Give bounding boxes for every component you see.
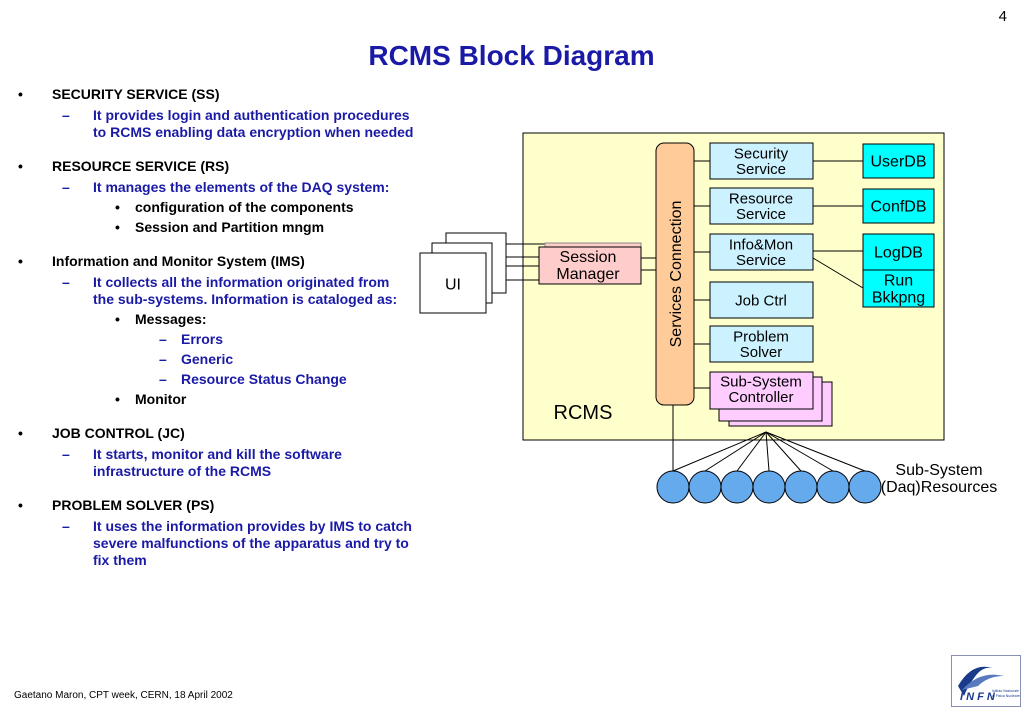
resource-node — [848, 470, 882, 504]
infn-logo-text: I N F N — [960, 691, 996, 703]
resource-node — [688, 470, 722, 504]
subsystem-controller-label: Controller — [728, 389, 793, 406]
controller-resource-link — [765, 431, 834, 472]
database-box — [862, 233, 935, 271]
service-label: Info&Mon — [729, 236, 793, 253]
section-item: It starts, monitor and kill the software… — [14, 446, 414, 480]
resource-node — [656, 470, 690, 504]
service-box — [709, 281, 814, 319]
section-item: It provides login and authentication pro… — [14, 107, 414, 141]
service-box — [709, 325, 814, 363]
database-label: Bkkpng — [872, 290, 925, 307]
footer: Gaetano Maron, CPT week, CERN, 18 April … — [14, 690, 233, 701]
item-text: It manages the elements of the DAQ syste… — [93, 179, 390, 195]
page-title: RCMS Block Diagram — [368, 40, 655, 71]
item-bullet: Session and Partition mngm — [115, 219, 414, 236]
outline-section: PROBLEM SOLVER (PS) It uses the informati… — [14, 497, 414, 569]
bullet-text: Messages: — [135, 311, 207, 327]
bullet-dash: Generic — [159, 351, 414, 368]
item-text: It provides login and authentication pro… — [93, 107, 414, 140]
services-connection-bus — [655, 142, 695, 406]
item-text: It collects all the information originat… — [93, 274, 398, 307]
controller-resource-link — [736, 431, 767, 472]
item-bullet: Monitor — [115, 391, 414, 408]
session-manager-label: Manager — [556, 266, 620, 283]
outline-section: Information and Monitor System (IMS) It c… — [14, 253, 414, 408]
section-item: It manages the elements of the DAQ syste… — [14, 179, 414, 236]
service-box — [709, 187, 814, 225]
service-db-link — [812, 257, 864, 289]
subsystem-controller-label: Sub-System — [720, 373, 802, 390]
controller-resource-link — [672, 431, 767, 472]
database-label: ConfDB — [870, 199, 926, 216]
resource-node — [784, 470, 818, 504]
controller-resource-link — [765, 431, 770, 472]
service-label: Service — [736, 206, 786, 223]
service-label: Problem — [733, 328, 789, 345]
section-heading: JOB CONTROL (JC) — [52, 425, 185, 441]
controller-resource-link — [765, 431, 802, 472]
service-box — [709, 233, 814, 271]
service-label: Job Ctrl — [735, 292, 787, 309]
section-heading: PROBLEM SOLVER (PS) — [52, 497, 215, 513]
session-manager-box — [538, 246, 642, 285]
database-box — [862, 143, 935, 179]
section-heading: RESOURCE SERVICE (RS) — [52, 158, 230, 174]
infn-logo-line-2: di Fisica Nucleare — [992, 694, 1020, 698]
infn-logo-graphic: I N F N Istituto Nazionale di Fisica Nuc… — [958, 666, 1020, 703]
bullet-dash: Resource Status Change — [159, 371, 414, 388]
database-label: UserDB — [870, 154, 926, 171]
database-label: LogDB — [874, 245, 923, 262]
section-item: It uses the information provides by IMS … — [14, 518, 414, 569]
service-label: Resource — [729, 190, 793, 207]
outline: SECURITY SERVICE (SS) It provides login a… — [14, 86, 414, 586]
services-connection-label: Services Connection — [668, 201, 685, 348]
service-label: Service — [736, 252, 786, 269]
section-heading: SECURITY SERVICE (SS) — [52, 86, 220, 102]
bullet-text: Session and Partition mngm — [135, 219, 325, 235]
section-heading: Information and Monitor System (IMS) — [52, 253, 305, 269]
bullet-text: Monitor — [135, 391, 187, 407]
database-label: Run — [884, 273, 913, 290]
database-box — [862, 269, 935, 308]
database-box — [862, 188, 935, 224]
item-text: It starts, monitor and kill the software… — [93, 446, 342, 479]
subsystem-resources-label: (Daq)Resources — [881, 479, 997, 496]
item-bullet: configuration of the components — [115, 199, 414, 216]
resource-node — [816, 470, 850, 504]
controller-resource-link — [765, 431, 866, 472]
session-manager-label: Session — [560, 249, 617, 266]
outline-section: JOB CONTROL (JC) It starts, monitor and k… — [14, 425, 414, 480]
subsystem-controller-box — [709, 371, 814, 410]
service-box — [709, 142, 814, 180]
rcms-label: RCMS — [554, 402, 613, 424]
bullet-dash: Errors — [159, 331, 414, 348]
outline-section: SECURITY SERVICE (SS) It provides login a… — [14, 86, 414, 141]
infn-logo-line-1: Istituto Nazionale — [992, 689, 1019, 693]
bullet-text: configuration of the components — [135, 199, 354, 215]
service-label: Solver — [740, 344, 783, 361]
subsystem-resources-label: Sub-System — [895, 462, 982, 479]
item-text: It uses the information provides by IMS … — [93, 518, 412, 568]
outline-section: RESOURCE SERVICE (RS) It manages the elem… — [14, 158, 414, 236]
ui-label: UI — [445, 277, 461, 294]
service-label: Security — [734, 145, 789, 162]
infn-logo: I N F N Istituto Nazionale di Fisica Nuc… — [951, 655, 1021, 707]
section-item: It collects all the information originat… — [14, 274, 414, 408]
controller-resource-link — [704, 431, 767, 472]
page-number: 4 — [998, 8, 1007, 25]
resource-node — [720, 470, 754, 504]
ui-window-front — [419, 252, 487, 314]
resource-node — [752, 470, 786, 504]
service-label: Service — [736, 161, 786, 178]
item-bullet: Messages: ErrorsGenericResource Status Ch… — [115, 311, 414, 388]
